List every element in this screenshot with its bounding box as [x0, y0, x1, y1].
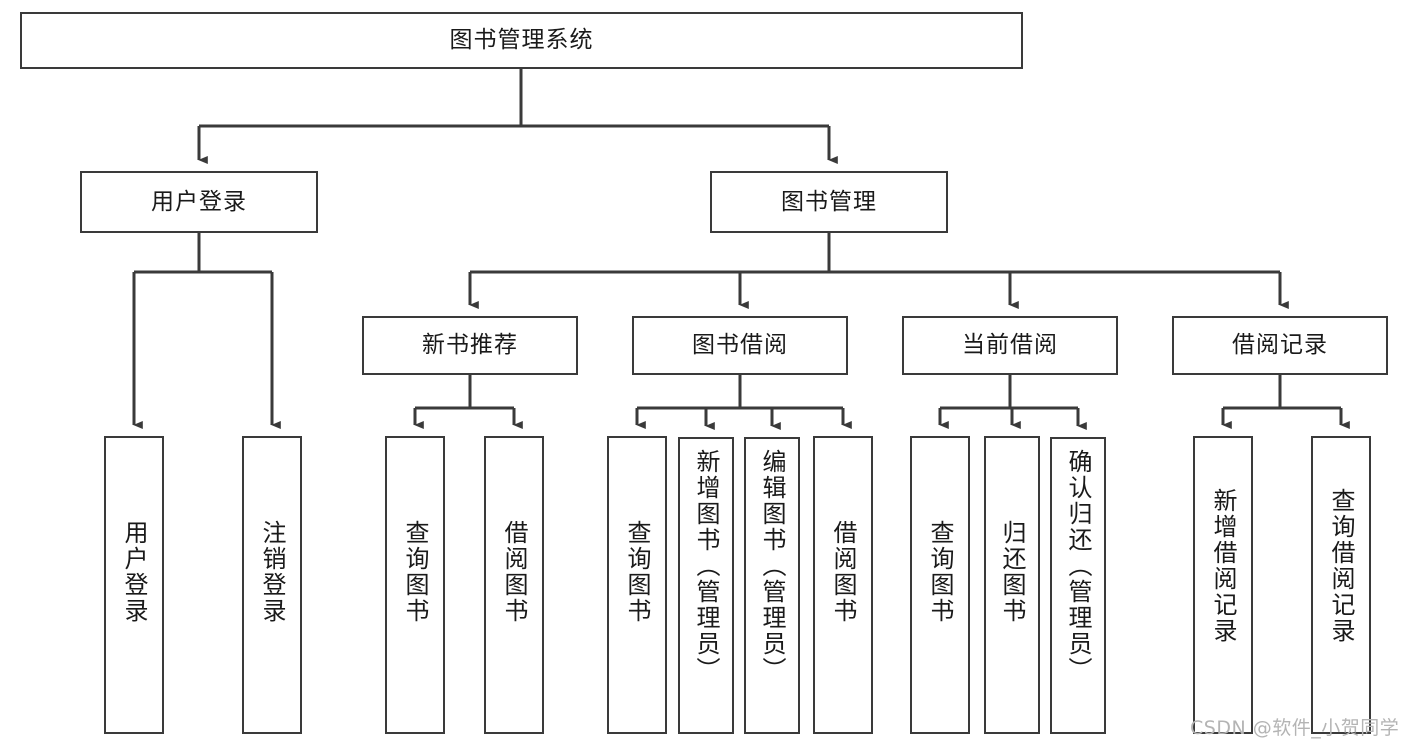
node-leaf-confirm-return-admin-label: 确认归还（管理员）	[1064, 449, 1092, 683]
node-leaf-query-book-borrow-label: 查询图书	[623, 520, 651, 624]
node-leaf-query-book-current-label: 查询图书	[926, 520, 954, 624]
node-new-book-recommend[interactable]: 新书推荐	[362, 316, 578, 375]
node-borrow-record[interactable]: 借阅记录	[1172, 316, 1388, 375]
node-leaf-query-borrow-record-label: 查询借阅记录	[1327, 488, 1355, 644]
node-leaf-query-book-current[interactable]: 查询图书	[910, 436, 970, 734]
node-leaf-query-book-recommend[interactable]: 查询图书	[385, 436, 445, 734]
node-leaf-edit-book-admin[interactable]: 编辑图书（管理员）	[744, 437, 800, 734]
node-book-manage-label: 图书管理	[781, 188, 877, 215]
node-leaf-borrow-book-label: 借阅图书	[829, 520, 857, 624]
node-root[interactable]: 图书管理系统	[20, 12, 1023, 69]
node-leaf-user-logout-label: 注销登录	[258, 520, 286, 624]
node-leaf-add-borrow-record[interactable]: 新增借阅记录	[1193, 436, 1253, 734]
node-book-borrow-label: 图书借阅	[692, 332, 788, 358]
node-leaf-edit-book-admin-label: 编辑图书（管理员）	[758, 449, 786, 683]
node-leaf-confirm-return-admin[interactable]: 确认归还（管理员）	[1050, 437, 1106, 734]
node-book-manage[interactable]: 图书管理	[710, 171, 948, 233]
node-book-borrow[interactable]: 图书借阅	[632, 316, 848, 375]
node-leaf-return-book[interactable]: 归还图书	[984, 436, 1040, 734]
node-leaf-add-book-admin[interactable]: 新增图书（管理员）	[678, 437, 734, 734]
node-current-borrow-label: 当前借阅	[962, 332, 1058, 358]
node-current-borrow[interactable]: 当前借阅	[902, 316, 1118, 375]
watermark-text: CSDN @软件_小贺同学	[1190, 717, 1400, 739]
node-leaf-return-book-label: 归还图书	[998, 520, 1026, 624]
node-leaf-borrow-book-recommend-label: 借阅图书	[500, 520, 528, 624]
node-leaf-borrow-book[interactable]: 借阅图书	[813, 436, 873, 734]
node-new-book-recommend-label: 新书推荐	[422, 332, 518, 358]
node-leaf-borrow-book-recommend[interactable]: 借阅图书	[484, 436, 544, 734]
node-leaf-add-borrow-record-label: 新增借阅记录	[1209, 488, 1237, 644]
node-root-label: 图书管理系统	[449, 27, 594, 53]
node-leaf-query-book-recommend-label: 查询图书	[401, 520, 429, 624]
node-user-login[interactable]: 用户登录	[80, 171, 318, 233]
node-user-login-label: 用户登录	[151, 188, 247, 215]
node-leaf-query-borrow-record[interactable]: 查询借阅记录	[1311, 436, 1371, 734]
node-borrow-record-label: 借阅记录	[1232, 332, 1328, 358]
node-leaf-user-login[interactable]: 用户登录	[104, 436, 164, 734]
node-leaf-user-logout[interactable]: 注销登录	[242, 436, 302, 734]
node-leaf-user-login-label: 用户登录	[120, 520, 148, 624]
node-leaf-add-book-admin-label: 新增图书（管理员）	[692, 449, 720, 683]
node-leaf-query-book-borrow[interactable]: 查询图书	[607, 436, 667, 734]
